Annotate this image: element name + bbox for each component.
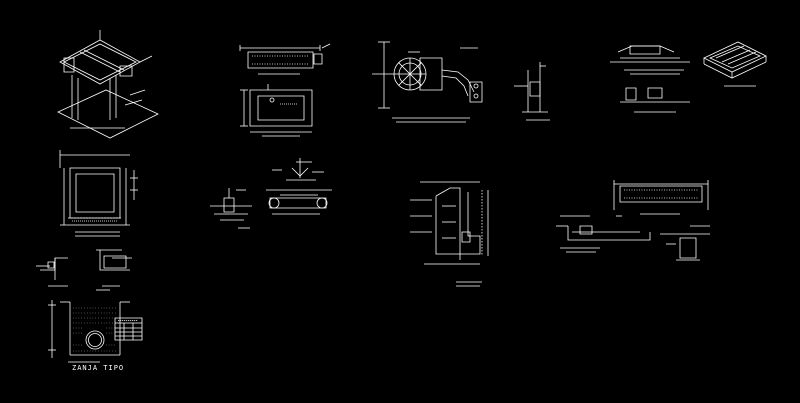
plan-rectangle-detail — [240, 44, 330, 74]
section-box-detail — [240, 84, 312, 136]
beam-elevation-detail — [614, 180, 708, 216]
spec-table — [115, 318, 142, 340]
pipe-elevation-detail — [266, 190, 332, 214]
retaining-wall-section — [410, 182, 488, 286]
manhole-plan-detail — [372, 42, 482, 122]
isometric-grate-detail — [704, 42, 766, 86]
isometric-frame-detail — [58, 30, 158, 138]
zanja-tipo-label: ZANJA TIPO — [72, 364, 125, 372]
channel-section-detail — [556, 216, 710, 260]
corner-details — [36, 250, 132, 286]
anchor-detail — [272, 158, 324, 180]
zanja-tipo-section — [48, 290, 130, 362]
footing-detail — [210, 188, 252, 228]
wall-elevation-detail — [514, 62, 550, 120]
grate-section-detail — [610, 46, 690, 112]
box-elevation-detail — [60, 150, 138, 236]
